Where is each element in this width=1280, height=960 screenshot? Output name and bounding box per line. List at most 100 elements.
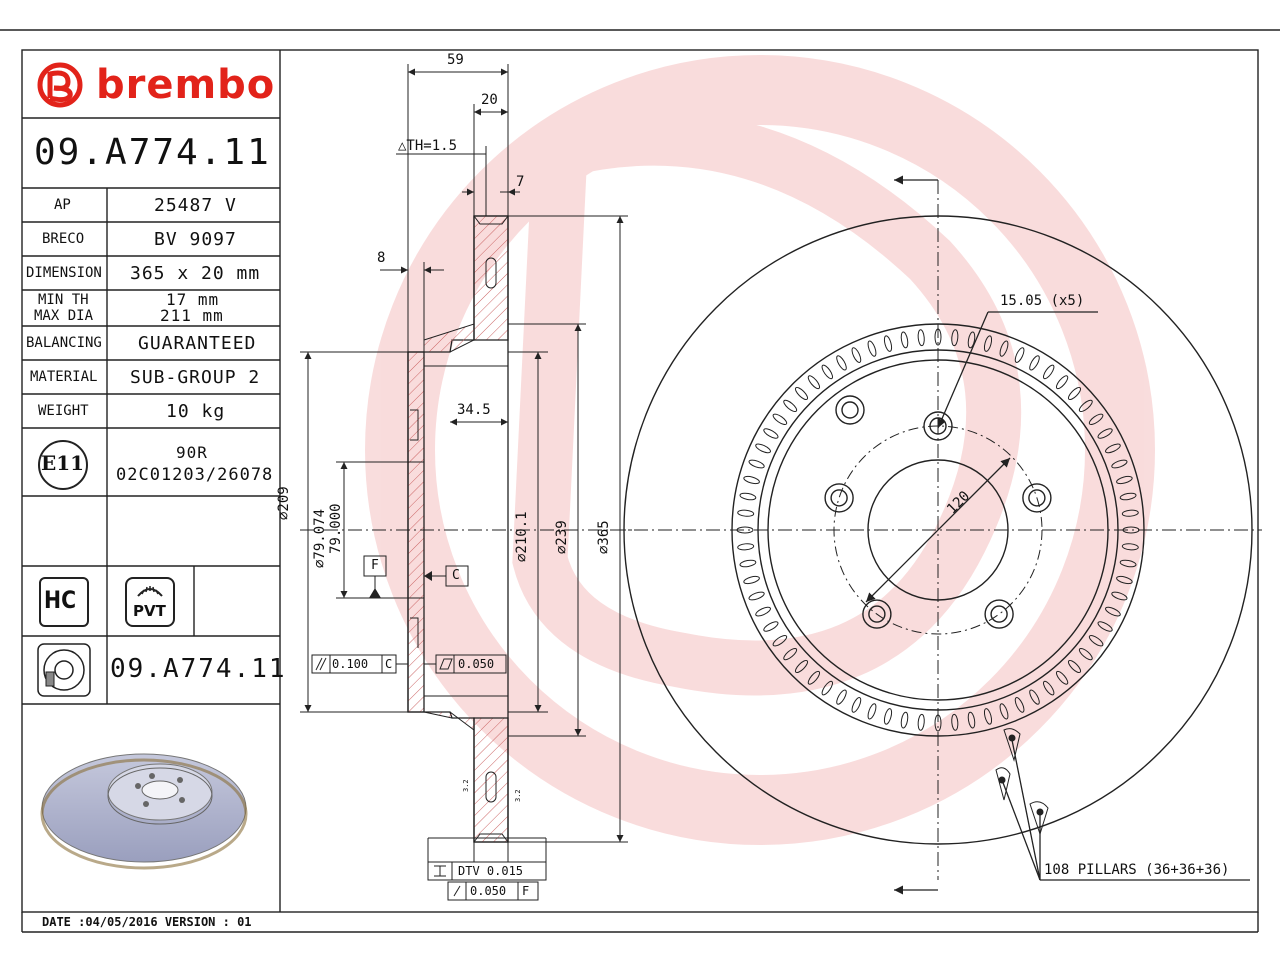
pillar-mark <box>1116 475 1133 485</box>
approval-line2: 02C01203/26078 <box>116 465 274 485</box>
disc-render-image <box>40 753 248 870</box>
datum-c-label: C <box>452 568 460 583</box>
dim-7: 7 <box>516 174 525 190</box>
hc-badge-icon <box>39 577 89 627</box>
spec-label-dimension: DIMENSION <box>26 265 102 281</box>
pillar-mark <box>821 364 834 380</box>
datum-f-label: F <box>371 558 379 573</box>
hole-callout: 15.05 (x5) <box>1000 293 1085 309</box>
pillar-mark <box>807 375 821 390</box>
pillar-mark <box>821 680 834 696</box>
spec-value-min-th: 17 mm <box>166 290 220 309</box>
pillar-mark <box>737 509 755 517</box>
pillar-mark <box>951 329 959 347</box>
pillar-mark <box>1119 492 1137 501</box>
pillar-mark <box>794 659 809 674</box>
pillar-mark <box>900 331 909 349</box>
pillar-mark <box>1121 543 1139 551</box>
bolt-hole <box>824 483 854 513</box>
disc-section-icon <box>37 643 91 697</box>
pillar-mark <box>1111 459 1128 469</box>
dim-th: △TH=1.5 <box>398 138 458 154</box>
pillar-mark <box>917 329 925 347</box>
spec-label-material: MATERIAL <box>30 369 98 385</box>
tol-parallel-value: 0.100 <box>332 657 369 671</box>
pillar-mark <box>807 670 821 685</box>
pillar-mark <box>867 340 877 357</box>
pillar-mark <box>1121 509 1139 517</box>
pillar-mark <box>1067 386 1082 401</box>
spec-value-ap: 25487 V <box>154 195 237 216</box>
pillar-mark <box>763 621 779 632</box>
dim-8: 8 <box>377 250 386 266</box>
pillar-mark <box>755 606 771 617</box>
spec-label-breco: BRECO <box>42 231 85 247</box>
pillar-mark <box>967 711 976 729</box>
pillar-mark <box>1078 647 1093 661</box>
pillar-mark <box>1119 559 1137 568</box>
pillar-mark <box>983 708 993 725</box>
approval-line1: 90R <box>176 443 208 462</box>
bolt-hole <box>1022 483 1052 513</box>
bolt-hole <box>990 605 1008 623</box>
pillar-mark <box>1014 347 1025 363</box>
friction-ring-section <box>473 215 509 341</box>
spec-value-dimension: 365 x 20 mm <box>130 263 261 284</box>
pillar-mark <box>739 559 757 568</box>
locating-hole <box>835 395 865 425</box>
pillar-mark <box>951 713 959 731</box>
pillar-mark <box>851 697 862 713</box>
pvt-badge-icon <box>125 577 175 627</box>
pillar-mark <box>1097 621 1113 632</box>
spec-label-max-dia: MAX DIA <box>34 308 94 324</box>
tol-runout-value: 0.050 <box>470 884 507 898</box>
pillar-mark <box>755 443 771 454</box>
pillar-mark <box>999 703 1009 720</box>
pillar-mark <box>1105 606 1121 617</box>
pillar-mark <box>1055 670 1069 685</box>
pillar-mark <box>783 399 798 413</box>
spec-label-balancing: BALANCING <box>26 335 102 351</box>
spec-label-min-th: MIN TH <box>38 292 89 308</box>
pillar-mark <box>772 413 788 426</box>
pvt-badge: PVT <box>133 602 166 620</box>
spec-value-breco: BV 9097 <box>154 229 237 250</box>
spec-label-weight: WEIGHT <box>38 403 89 419</box>
tol-flat-value: 0.050 <box>458 657 495 671</box>
pillar-mark <box>883 708 893 725</box>
approval-mark-icon <box>38 440 88 490</box>
pillar-mark <box>836 689 847 705</box>
pillar-mark <box>743 475 760 485</box>
brand-name: brembo <box>96 62 276 108</box>
pillar-mark <box>743 575 760 585</box>
tol-dtv: DTV 0.015 <box>458 864 524 878</box>
spec-value-balancing: GUARANTEED <box>138 333 257 354</box>
pillar-mark <box>1067 659 1082 674</box>
date-version-line: DATE :04/05/2016 VERSION : 01 <box>42 915 252 929</box>
dim-20: 20 <box>481 92 498 108</box>
bolt-hole <box>984 599 1014 629</box>
pillar-mark <box>1078 399 1093 413</box>
pillar-mark <box>999 340 1009 357</box>
pillar-mark <box>1116 575 1133 585</box>
footer-part-number: 09.A774.11 <box>110 654 287 684</box>
pillar-mark <box>967 331 976 349</box>
dim-59: 59 <box>447 52 464 68</box>
pillar-mark <box>1055 375 1069 390</box>
bolt-hole <box>1028 489 1046 507</box>
pillar-mark <box>763 428 779 439</box>
dim-34-5: 34.5 <box>457 402 491 418</box>
pillar-mark <box>900 711 909 729</box>
spec-value-max-dia: 211 mm <box>160 306 224 325</box>
pillar-mark <box>1042 680 1055 696</box>
pillar-mark <box>883 335 893 352</box>
pillar-mark <box>1097 428 1113 439</box>
pillar-mark <box>836 355 847 371</box>
pillar-mark <box>1042 364 1055 380</box>
pillar-mark <box>1029 355 1040 371</box>
pillar-mark <box>1105 443 1121 454</box>
